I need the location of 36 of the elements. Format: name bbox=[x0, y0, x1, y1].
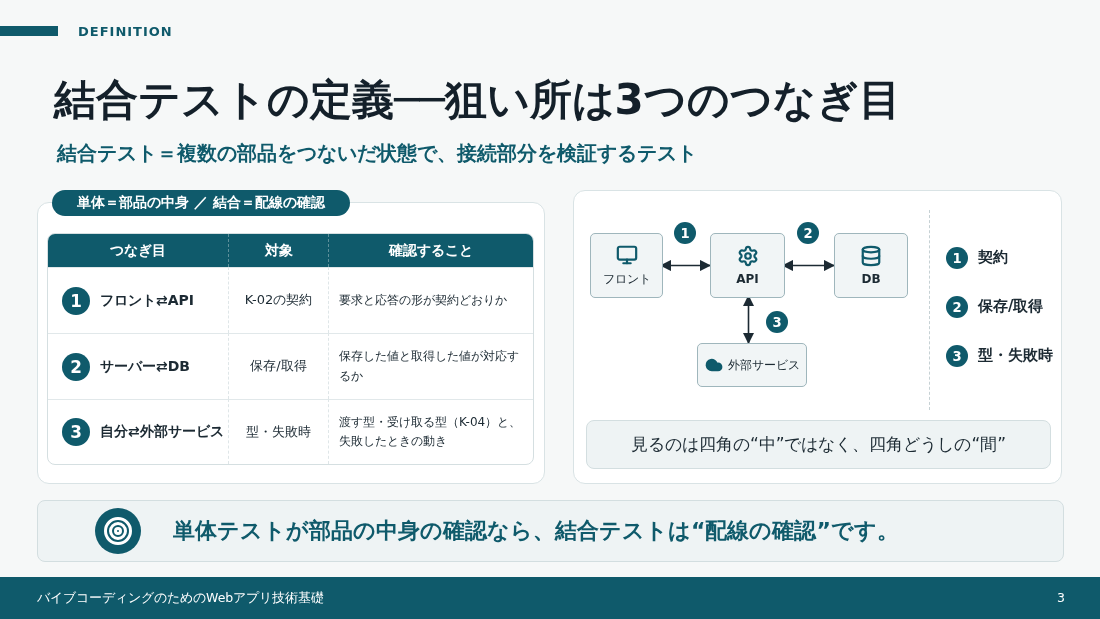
header-cell: 確認すること bbox=[328, 234, 533, 267]
key-label: 契約 bbox=[978, 248, 1008, 267]
page-number: 3 bbox=[1057, 590, 1065, 605]
node-label: 外部サービス bbox=[727, 356, 800, 374]
slide-title: 結合テストの定義──狙い所は3つのつなぎ目 bbox=[54, 74, 901, 126]
table-cell-text: 要求と応答の形が契約どおりか bbox=[339, 291, 507, 309]
callout-text: 見るのは四角の“中”ではなく、四角どうしの“間” bbox=[630, 433, 1007, 456]
connection-pair: 自分⇄外部サービス bbox=[100, 423, 224, 441]
subtitle: 結合テスト＝複数の部品をつないだ状態で、接続部分を検証するテスト bbox=[57, 140, 697, 167]
summary-text: 単体テストが部品の中身の確認なら、結合テストは“配線の確認”です。 bbox=[173, 517, 899, 545]
heading-pill: 単体＝部品の中身 ／ 結合＝配線の確認 bbox=[52, 190, 350, 216]
component-box bbox=[710, 233, 785, 298]
table-cell-text: K-02の契約 bbox=[244, 291, 313, 310]
table-cell-text: 型・失敗時 bbox=[246, 422, 311, 441]
component-box bbox=[834, 233, 908, 298]
number-badge: 1 bbox=[62, 286, 90, 315]
callout-box bbox=[586, 420, 1051, 469]
number-badge: 2 bbox=[62, 352, 90, 381]
node-label: API bbox=[736, 272, 759, 286]
summary-banner bbox=[37, 500, 1064, 562]
number-badge: 3 bbox=[62, 418, 90, 446]
header-cell: 対象 bbox=[228, 234, 328, 267]
table-cell-text: 渡す型・受け取る型（K-04）と、失敗したときの動き bbox=[339, 413, 523, 450]
connection-pair: サーバー⇄DB bbox=[100, 357, 191, 376]
key-label: 保存/取得 bbox=[978, 297, 1044, 316]
node-label: DB bbox=[861, 272, 881, 286]
section-tag: DEFINITION bbox=[78, 24, 173, 39]
node-label: フロント bbox=[602, 270, 651, 288]
component-box bbox=[697, 343, 807, 387]
header-cell: つなぎ目 bbox=[48, 234, 228, 267]
table-cell-text: 保存した値と取得した値が対応するか bbox=[339, 348, 520, 385]
course-title: バイブコーディングのためのWebアプリ技術基礎 bbox=[37, 590, 325, 607]
connection-pair: フロント⇄API bbox=[100, 291, 195, 310]
component-box bbox=[590, 233, 663, 298]
table-cell-text: 保存/取得 bbox=[250, 357, 307, 376]
key-label: 型・失敗時 bbox=[978, 346, 1053, 365]
